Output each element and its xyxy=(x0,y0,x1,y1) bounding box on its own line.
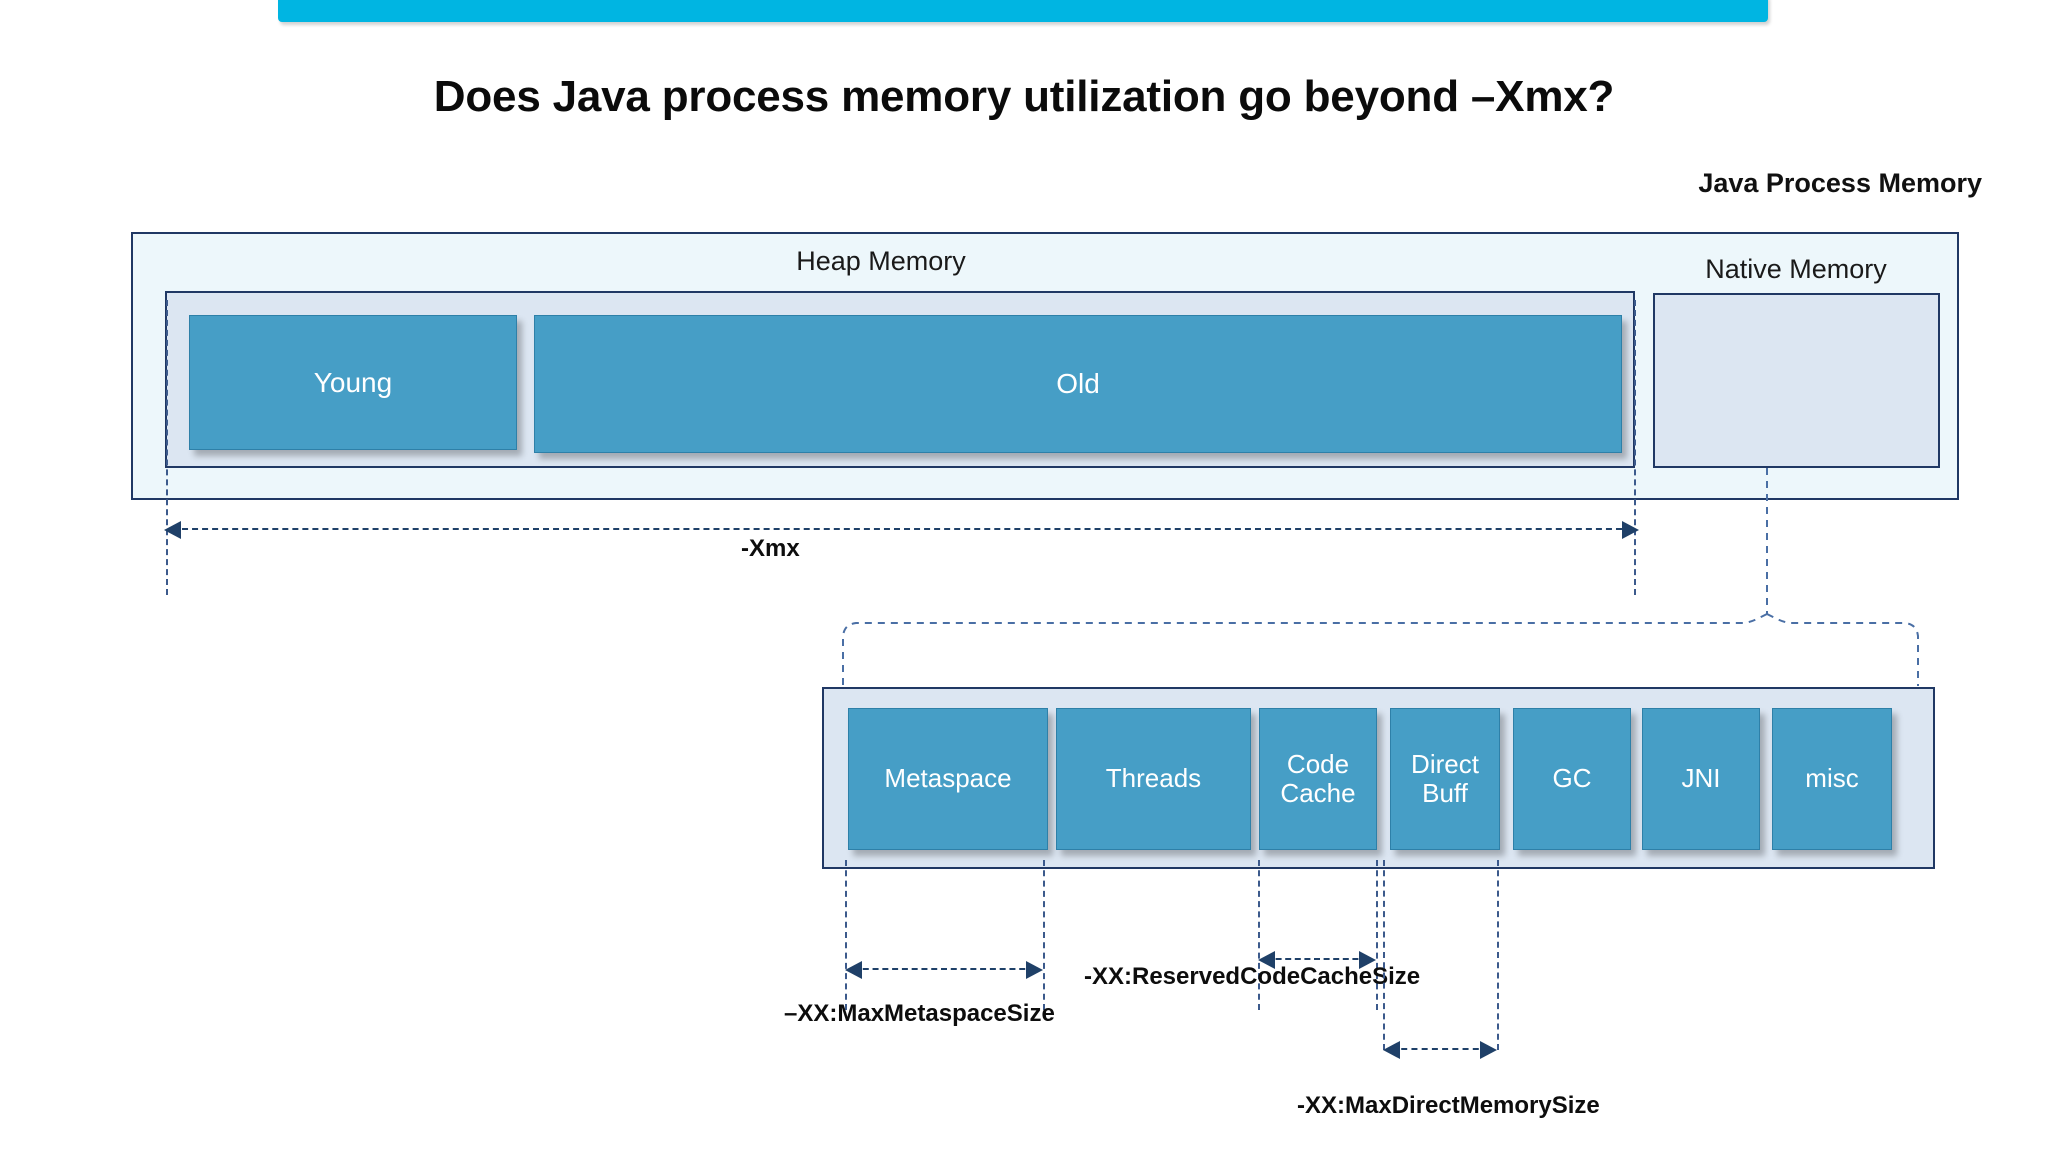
codecache-dimension-label: -XX:ReservedCodeCacheSize xyxy=(1084,963,1421,990)
native-block-jni: JNI xyxy=(1642,708,1760,850)
heap-memory-label: Heap Memory xyxy=(796,246,966,276)
metaspace-arrowhead-right xyxy=(1026,961,1043,979)
page-title: Does Java process memory utilization go … xyxy=(433,72,1615,121)
native-block-direct-buffer: Direct Buff xyxy=(1390,708,1500,850)
directmem-arrowhead-right xyxy=(1480,1041,1497,1059)
directmem-dimension-label: -XX:MaxDirectMemorySize xyxy=(1297,1092,1600,1119)
metaspace-dimension-line xyxy=(853,968,1035,970)
metaspace-left-guide xyxy=(845,860,847,1010)
codecache-left-guide xyxy=(1258,860,1260,1010)
top-accent-bar xyxy=(278,0,1768,22)
codecache-arrowhead-right xyxy=(1359,951,1376,969)
native-block-threads: Threads xyxy=(1056,708,1251,850)
xmx-arrowhead-right xyxy=(1622,521,1639,539)
codecache-right-guide xyxy=(1376,860,1378,1010)
xmx-right-guide xyxy=(1634,300,1636,595)
xmx-dimension-line xyxy=(172,528,1632,530)
directmem-left-guide xyxy=(1383,860,1385,1050)
directmem-arrowhead-left xyxy=(1383,1041,1400,1059)
metaspace-right-guide xyxy=(1043,860,1045,1010)
codecache-arrowhead-left xyxy=(1258,951,1275,969)
native-memory-label: Native Memory xyxy=(1705,254,1887,284)
native-memory-panel xyxy=(1653,293,1940,468)
directmem-dimension-line xyxy=(1391,1048,1489,1050)
native-block-misc: misc xyxy=(1772,708,1892,850)
native-block-metaspace: Metaspace xyxy=(848,708,1048,850)
diagram-title: Java Process Memory xyxy=(1698,168,1982,198)
native-block-code-cache: Code Cache xyxy=(1259,708,1377,850)
metaspace-arrowhead-left xyxy=(845,961,862,979)
native-block-gc: GC xyxy=(1513,708,1631,850)
metaspace-dimension-label: –XX:MaxMetaspaceSize xyxy=(784,1000,1055,1027)
xmx-left-guide xyxy=(166,300,168,595)
heap-block-old: Old xyxy=(534,315,1622,453)
codecache-dimension-line xyxy=(1266,958,1368,960)
xmx-arrowhead-left xyxy=(164,521,181,539)
directmem-right-guide xyxy=(1497,860,1499,1050)
xmx-dimension-label: -Xmx xyxy=(741,535,800,562)
heap-block-young: Young xyxy=(189,315,517,450)
